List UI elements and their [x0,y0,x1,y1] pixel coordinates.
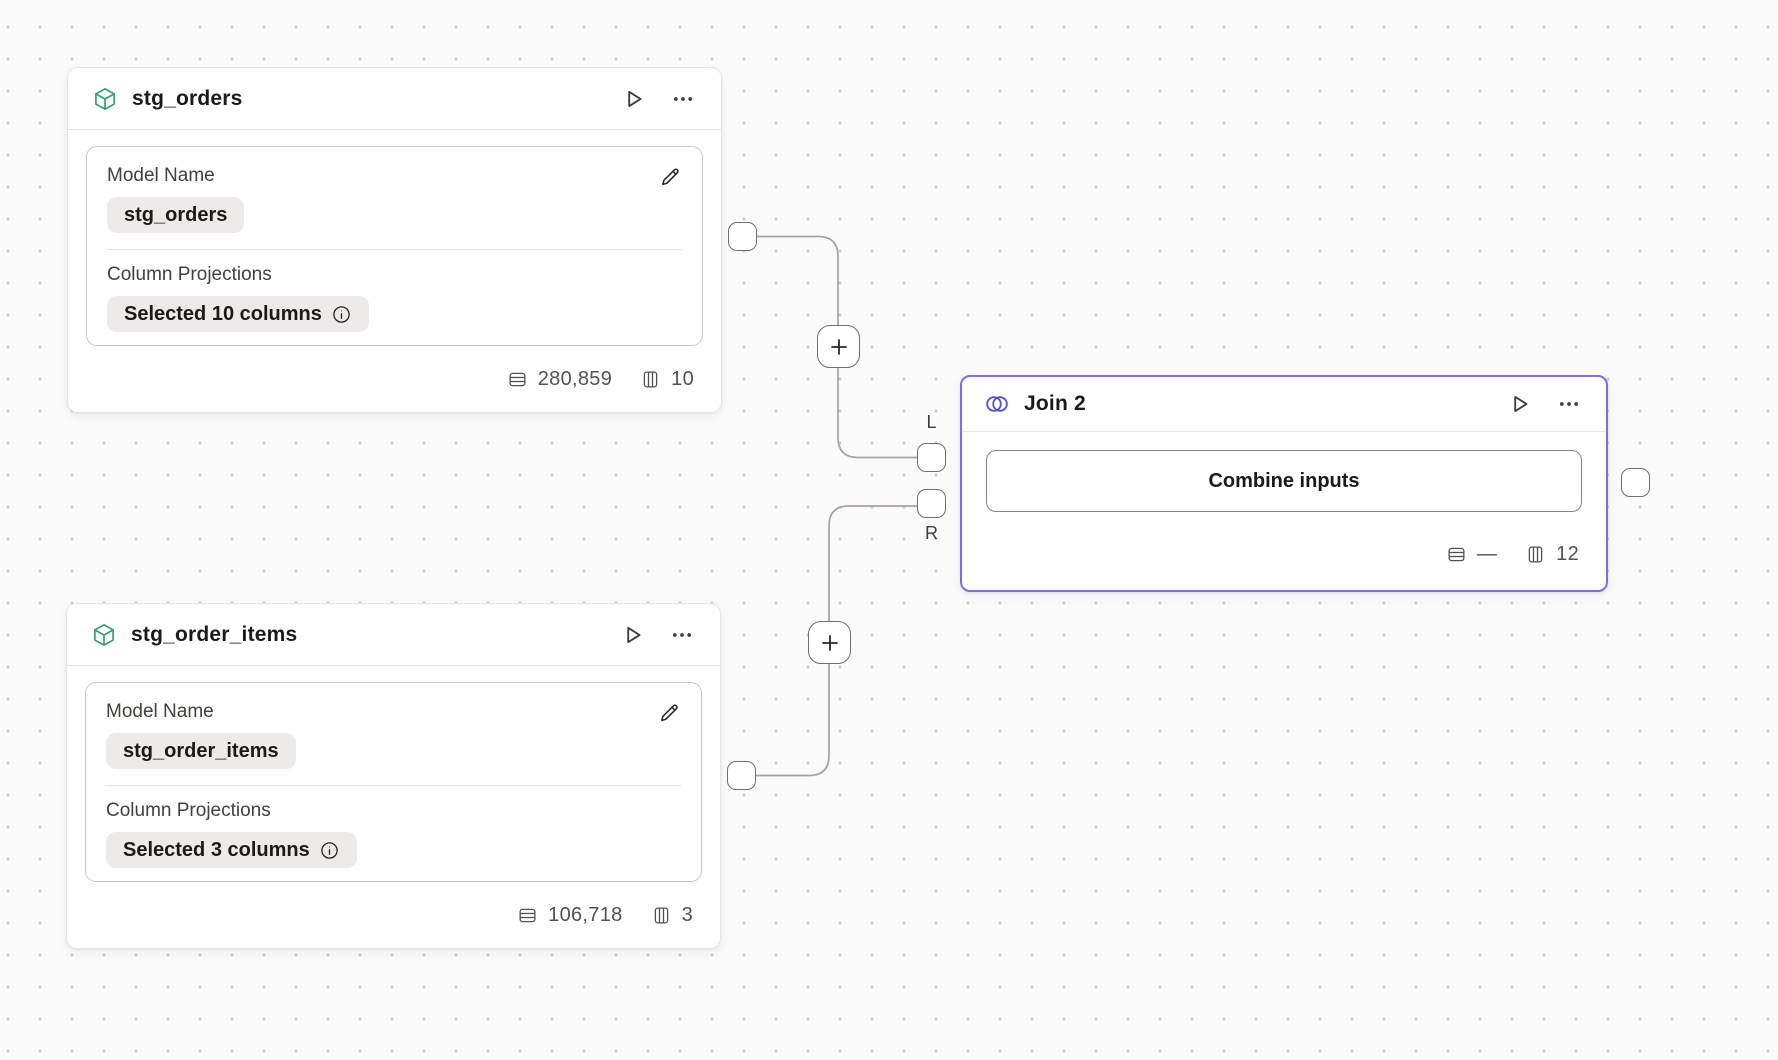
ellipsis-icon [1556,391,1582,417]
node-menu-button[interactable] [670,86,696,112]
node-stats: 280,859 10 [68,346,721,412]
output-port-stg-order-items[interactable] [727,761,756,790]
venn-circles-icon [984,391,1010,417]
info-circle-icon [331,304,352,325]
column-projections-label: Column Projections [107,264,272,285]
combine-inputs-button[interactable]: Combine inputs [986,450,1582,512]
node-menu-button[interactable] [1556,391,1582,417]
node-stg-orders[interactable]: stg_orders Model Name [67,67,722,413]
row-count: — [1476,542,1498,565]
run-node-button[interactable] [619,622,645,648]
column-projections-label: Column Projections [106,800,271,821]
play-icon [620,86,646,112]
row-count: 106,718 [548,903,623,926]
cube-icon [91,622,117,648]
table-columns-icon [1525,544,1546,565]
play-icon [619,622,645,648]
table-rows-icon [517,905,538,926]
node-title: stg_orders [132,86,243,110]
join-left-input-port[interactable] [917,443,946,472]
panel-divider [106,785,681,786]
column-count: 10 [671,367,694,390]
join-output-port[interactable] [1621,468,1650,497]
column-count: 12 [1556,542,1579,565]
pencil-icon [659,165,682,188]
edit-model-name-button[interactable] [659,165,682,188]
model-name-value: stg_order_items [123,739,279,762]
column-projections-chip[interactable]: Selected 10 columns [107,296,369,332]
model-name-value: stg_orders [124,203,228,226]
column-projections-chip[interactable]: Selected 3 columns [106,832,357,868]
node-title: Join 2 [1024,392,1086,415]
node-header: Join 2 [962,377,1606,432]
join-right-input-port[interactable] [917,489,946,518]
ellipsis-icon [670,86,696,112]
cube-icon [92,86,118,112]
node-stats: — 12 [962,512,1606,590]
node-config-panel: Model Name stg_orders Column Projections [86,146,703,346]
add-node-on-edge-button-top[interactable] [817,325,860,368]
column-projections-value: Selected 10 columns [124,302,322,325]
node-config-panel: Model Name stg_order_items Column Projec… [85,682,702,882]
play-icon [1506,391,1532,417]
table-rows-icon [507,369,528,390]
pencil-icon [658,701,681,724]
plus-icon [827,335,851,359]
column-count: 3 [681,903,693,926]
info-circle-icon [319,840,340,861]
node-header: stg_order_items [67,604,720,666]
model-name-chip[interactable]: stg_order_items [106,733,296,769]
model-name-label: Model Name [107,165,215,186]
add-node-on-edge-button-bottom[interactable] [808,621,851,664]
node-stats: 106,718 3 [67,882,720,948]
node-join-2[interactable]: Join 2 Combine inputs [960,375,1608,592]
left-input-port-label: L [926,412,937,432]
right-input-port-label: R [925,523,938,543]
model-name-label: Model Name [106,701,214,722]
row-count: 280,859 [537,367,613,390]
plus-icon [818,631,842,655]
run-node-button[interactable] [1506,391,1532,417]
output-port-stg-orders[interactable] [728,222,757,251]
table-columns-icon [651,905,672,926]
model-name-chip[interactable]: stg_orders [107,197,245,233]
ellipsis-icon [669,622,695,648]
table-columns-icon [640,369,661,390]
edit-model-name-button[interactable] [658,701,681,724]
node-stg-order-items[interactable]: stg_order_items Model Name [66,603,721,949]
table-rows-icon [1446,544,1467,565]
node-header: stg_orders [68,68,721,130]
node-menu-button[interactable] [669,622,695,648]
column-projections-value: Selected 3 columns [123,838,310,861]
panel-divider [107,249,682,250]
run-node-button[interactable] [620,86,646,112]
node-title: stg_order_items [131,622,298,646]
